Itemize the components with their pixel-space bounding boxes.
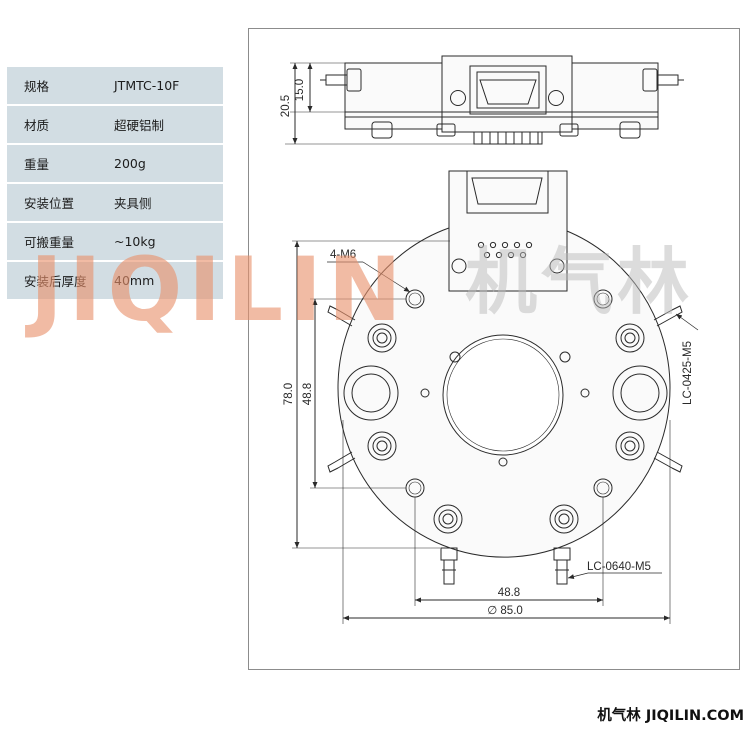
spec-label: 材质 — [24, 118, 50, 133]
dim-inner-vertical: 48.8 — [302, 383, 314, 405]
spec-row-payload: 可搬重量 ~10kg — [7, 223, 223, 260]
technical-drawing: 20.5 15.0 4-M6 LC-0425-M5 78.0 48.8 LC-0… — [280, 55, 699, 624]
side-view — [320, 55, 684, 145]
spec-value: 40mm — [114, 273, 155, 288]
dim-fitting-bottom: LC-0640-M5 — [587, 561, 651, 573]
dim-diameter: ∅ 85.0 — [487, 605, 523, 617]
brand-watermark-chinese: 机气林 — [465, 240, 694, 324]
top-view — [327, 170, 683, 585]
spec-row-model: 规格 JTMTC-10F — [7, 67, 223, 104]
spec-table: 规格 JTMTC-10F 材质 超硬铝制 重量 200g 安装位置 夹具侧 可搬重量 ~1… — [7, 67, 223, 301]
spec-label: 安装后厚度 — [24, 274, 87, 289]
spec-row-material: 材质 超硬铝制 — [7, 106, 223, 143]
dim-fitting-top: LC-0425-M5 — [682, 341, 694, 405]
spec-value: 200g — [114, 156, 146, 171]
spec-value: JTMTC-10F — [114, 78, 180, 93]
spec-value: 夹具侧 — [114, 196, 152, 211]
top-dimensions — [292, 240, 699, 624]
brand-watermark: JIQILIN — [30, 238, 408, 341]
spec-label: 规格 — [24, 79, 50, 94]
spec-label: 安装位置 — [24, 196, 75, 211]
dim-inner-horizontal: 48.8 — [498, 587, 520, 599]
spec-row-thickness: 安装后厚度 40mm — [7, 262, 223, 299]
dim-height-total: 20.5 — [280, 95, 292, 117]
spec-label: 可搬重量 — [24, 235, 75, 250]
spec-label: 重量 — [24, 157, 50, 172]
dim-thread-label: 4-M6 — [330, 249, 356, 261]
spec-value: 超硬铝制 — [114, 118, 165, 133]
side-dimensions — [285, 62, 474, 145]
dim-outer-vertical: 78.0 — [283, 383, 295, 405]
fitting-valves — [367, 323, 645, 534]
spec-row-mount-position: 安装位置 夹具侧 — [7, 184, 223, 221]
spec-value: ~10kg — [114, 234, 156, 249]
footer-brand: 机气林 JIQILIN.COM — [597, 708, 744, 724]
spec-row-weight: 重量 200g — [7, 145, 223, 182]
dim-height-body: 15.0 — [294, 79, 306, 101]
